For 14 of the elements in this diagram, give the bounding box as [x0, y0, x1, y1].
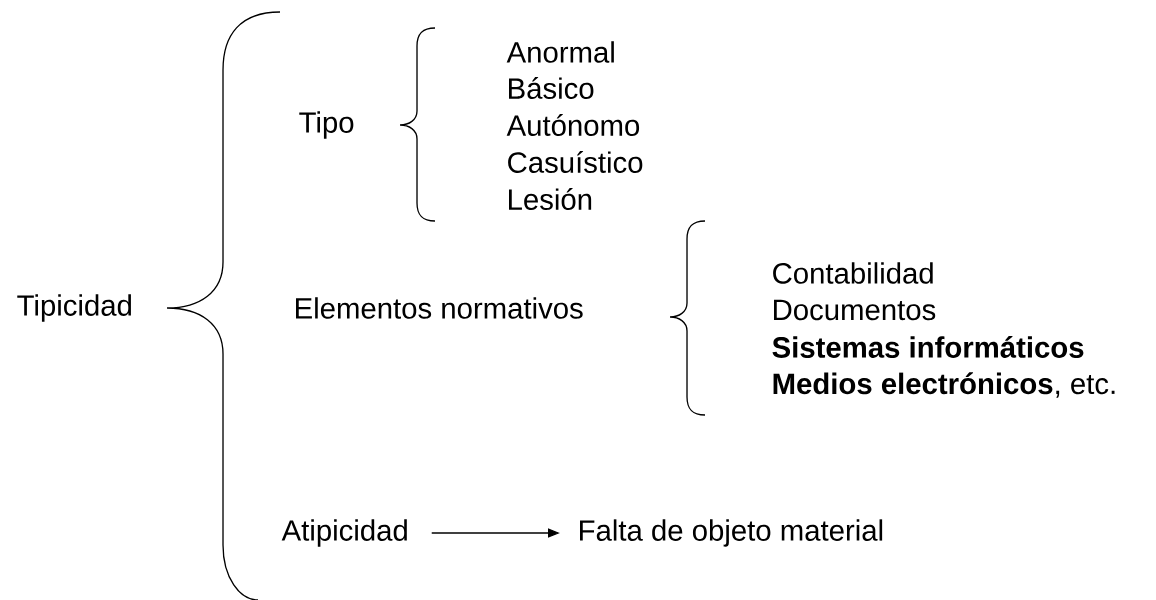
list-item: Medios electrónicos, etc.: [773, 372, 1115, 398]
list-item: Contabilidad: [773, 262, 933, 284]
term-text: Elementos normativos: [296, 297, 583, 319]
list-item: Autónomo: [506, 114, 640, 136]
term-text: Tipicidad: [17, 294, 131, 322]
list-item: Lesión: [509, 188, 592, 210]
term-text: Tipo: [299, 111, 354, 139]
list-item: Anormal: [506, 41, 614, 63]
list-item: Básico: [509, 77, 594, 99]
list-item: Sistemas informáticos: [772, 336, 1084, 358]
list-item: Documentos: [774, 299, 936, 321]
term-text: Falta de objeto material: [580, 519, 883, 547]
list-item: Casuístico: [508, 151, 643, 173]
term-text: Atipicidad: [281, 519, 407, 547]
